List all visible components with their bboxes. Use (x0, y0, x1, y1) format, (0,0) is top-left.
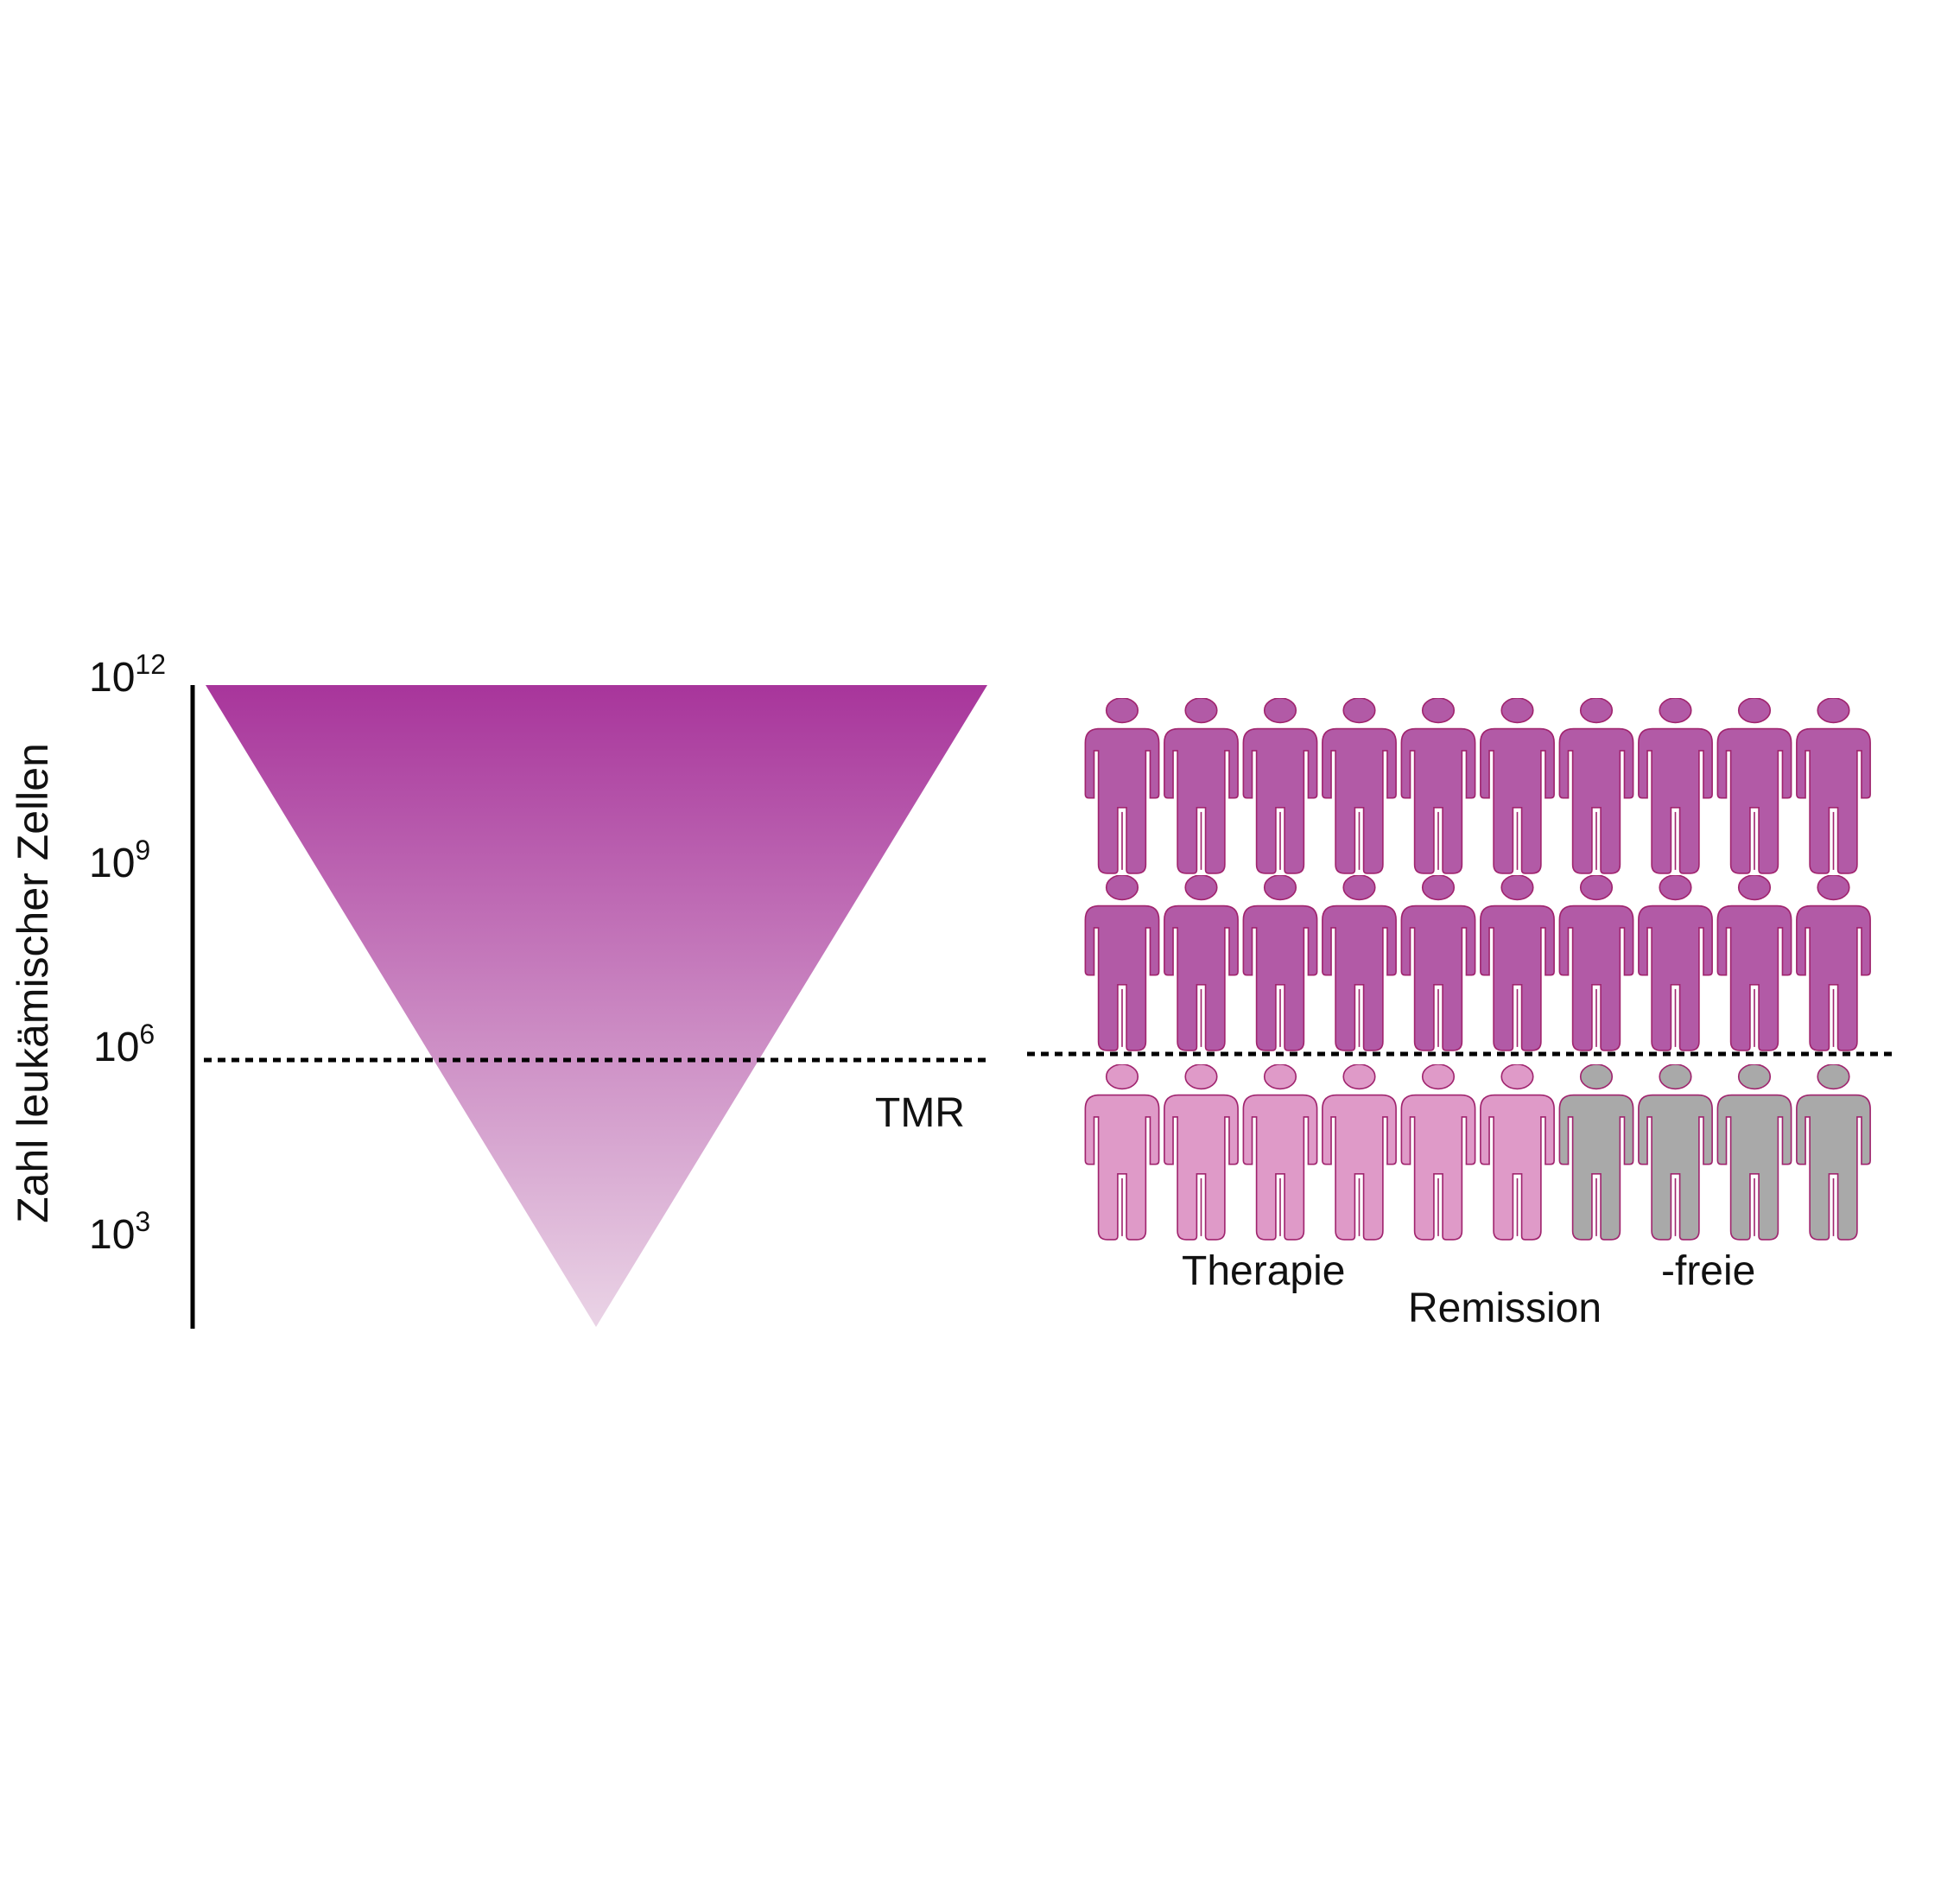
patient-figures (1084, 698, 1871, 1241)
tick-label-1e9: 109 (89, 835, 150, 886)
patient-figure-dark (1558, 875, 1634, 1051)
caption-remission: Remission (1408, 1285, 1602, 1331)
patient-figure-dark (1322, 875, 1397, 1051)
patient-figure-gray (1716, 1064, 1792, 1241)
leukemic-cell-funnel (206, 685, 987, 1327)
tick-base: 10 (89, 1212, 135, 1258)
patient-figure-gray (1796, 1064, 1871, 1241)
tick-label-1e6: 106 (93, 1019, 155, 1070)
patient-figure-light (1164, 1064, 1239, 1241)
patient-figure-dark (1400, 875, 1476, 1051)
tick-exponent: 12 (135, 649, 166, 680)
tick-label-1e3: 103 (89, 1206, 150, 1258)
patient-figure-dark (1796, 698, 1871, 874)
patient-figure-dark (1084, 698, 1160, 874)
patient-figure-dark (1558, 698, 1634, 874)
tick-exponent: 6 (139, 1019, 155, 1050)
patient-figure-dark (1084, 875, 1160, 1051)
tick-exponent: 3 (135, 1206, 150, 1237)
tick-label-1e12: 1012 (89, 649, 166, 701)
patient-figure-dark (1716, 875, 1792, 1051)
patient-figure-dark (1480, 875, 1555, 1051)
caption-therapie: Therapie (1182, 1248, 1345, 1294)
tick-base: 10 (89, 655, 135, 701)
patient-figure-dark (1164, 698, 1239, 874)
patient-figure-dark (1638, 875, 1713, 1051)
patient-figure-dark (1164, 875, 1239, 1051)
patient-figure-light (1322, 1064, 1397, 1241)
patient-figure-dark (1242, 698, 1318, 874)
patient-figure-dark (1638, 698, 1713, 874)
patient-figure-light (1084, 1064, 1160, 1241)
tmr-label: TMR (875, 1090, 965, 1136)
tick-base: 10 (89, 841, 135, 886)
patient-figure-dark (1796, 875, 1871, 1051)
patient-figure-dark (1480, 698, 1555, 874)
patient-figure-dark (1242, 875, 1318, 1051)
tick-exponent: 9 (135, 835, 150, 866)
patient-figure-gray (1558, 1064, 1634, 1241)
patient-figure-light (1242, 1064, 1318, 1241)
patient-figure-gray (1638, 1064, 1713, 1241)
patient-figure-dark (1716, 698, 1792, 874)
patient-figure-dark (1400, 698, 1476, 874)
caption-freie: -freie (1661, 1248, 1755, 1294)
y-axis-title: Zahl leukämischer Zellen (9, 743, 57, 1223)
patient-figure-dark (1322, 698, 1397, 874)
patient-figure-light (1400, 1064, 1476, 1241)
patient-figure-light (1480, 1064, 1555, 1241)
tick-base: 10 (93, 1025, 139, 1070)
